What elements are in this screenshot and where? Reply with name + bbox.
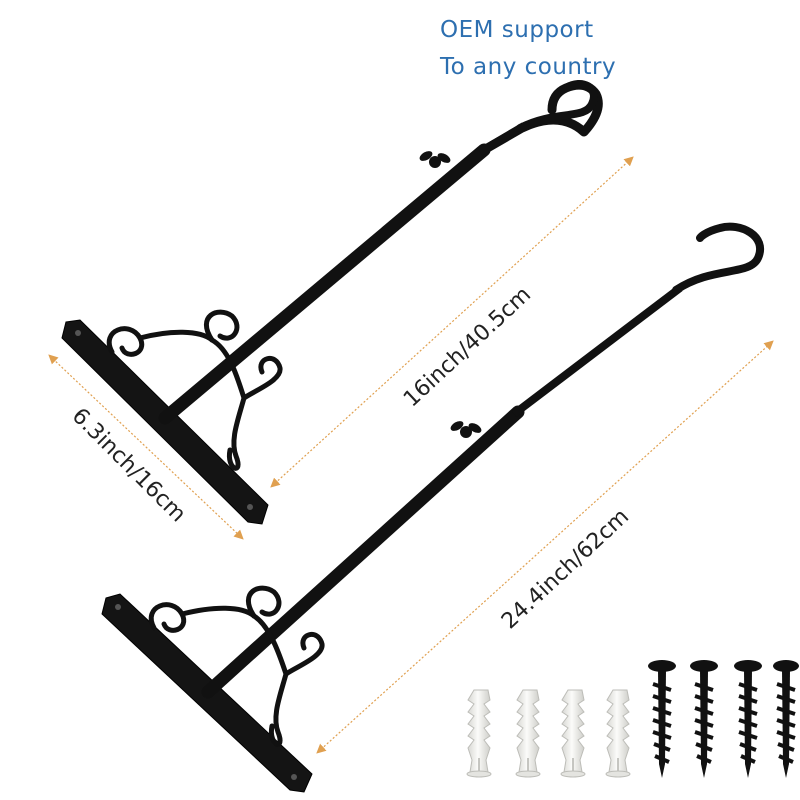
- screw: [690, 660, 718, 778]
- screw: [734, 660, 762, 778]
- wall-anchor: [515, 689, 541, 778]
- plate-length-arrow: [48, 354, 244, 540]
- screw: [773, 660, 799, 778]
- long-bracket-wing-nut: [450, 421, 482, 438]
- short-arm-length-label: 16inch/40.5cm: [399, 282, 536, 412]
- screw: [648, 660, 676, 778]
- long-bracket-arm: [201, 405, 525, 699]
- short-bracket-wing-nut: [419, 151, 451, 168]
- long-bracket-hook: [672, 222, 764, 294]
- wall-anchor: [605, 689, 631, 778]
- long-arm-length-arrow: [316, 340, 774, 754]
- short-arm-length-arrow: [270, 156, 634, 488]
- wall-anchor: [560, 689, 586, 778]
- screws: [648, 660, 799, 778]
- dimension-arrows: [48, 156, 774, 754]
- wall-anchor: [466, 689, 492, 778]
- oem-caption: OEM support To any country: [440, 12, 616, 86]
- caption-line-2: To any country: [440, 54, 617, 80]
- wall-anchors: [466, 689, 631, 778]
- long-arm-length-label: 24.4inch/62cm: [497, 504, 634, 634]
- caption-line-1: OEM support: [440, 17, 594, 43]
